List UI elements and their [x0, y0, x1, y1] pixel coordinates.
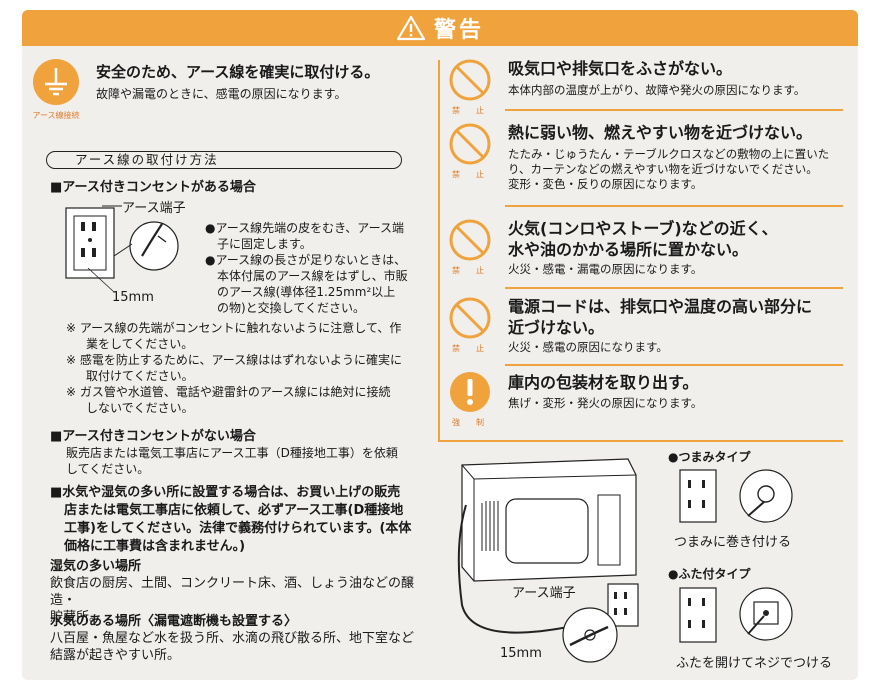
ground-desc: 故障や漏電のときに、感電の原因になります。 [96, 87, 347, 101]
heading-line: 水や油のかかる場所に置かない。 [508, 240, 749, 259]
warning-icon-label: 禁 止 [452, 170, 488, 179]
warning-text: 火災・感電の原因になります。 [508, 340, 668, 354]
warning-item: 強 制 [448, 370, 492, 428]
cover-type-illustration [672, 584, 822, 646]
humid-place-heading: 湿気の多い場所 [50, 559, 142, 574]
warning-heading: 火気(コンロやストーブ)などの近く、 水や油のかかる場所に置かない。 [508, 218, 778, 260]
warning-item: 禁 止 [448, 296, 492, 354]
prohibited-icon [448, 296, 492, 340]
warning-separator [505, 109, 843, 111]
text-line: 工事)をしてください。法律で義務付けられています。(本体 [64, 521, 412, 536]
section-divider [438, 440, 843, 442]
bullet-line: 本体付属のアース線をはずし、市販 [217, 269, 408, 283]
warning-item: 禁 止 [448, 58, 492, 116]
bullet-line: ●アース線の長さが足りないときは、 [205, 253, 407, 267]
warning-heading: 吸気口や排気口をふさがない。 [508, 59, 733, 78]
text-line: 八百屋・魚屋など水を扱う所、水滴の飛び散る所、地下室など [50, 631, 415, 646]
prohibited-icon [448, 58, 492, 102]
outlet-length-label: 15mm [112, 290, 154, 305]
diagram-length-label: 15mm [500, 646, 542, 661]
without-outlet-text: 販売店または電気工事店にアース工事（D種接地工事）を依頼 してください。 [66, 445, 426, 477]
outlet-ground-illustration [62, 196, 212, 296]
heading-line: 電源コードは、排気口や温度の高い部分に [508, 297, 813, 316]
warning-banner: 警告 [22, 10, 858, 46]
knob-type-caption: つまみに巻き付ける [674, 535, 792, 550]
text-line: 貯蔵所。 [50, 610, 103, 625]
warning-item: 禁 止 [448, 122, 492, 180]
warning-heading: 庫内の包装材を取り出す。 [508, 373, 699, 392]
note-line: ※ アース線の先端がコンセントに触れないように注意して、作 [66, 321, 402, 335]
heading-line: 近づけない。 [508, 318, 605, 337]
ground-icon [32, 58, 80, 106]
wet-place-text: 八百屋・魚屋など水を扱う所、水滴の飛び散る所、地下室など 結露が起きやすい所。 [50, 630, 430, 664]
note-line: ※ ガス管や水道管、電話や避雷針のアース線には絶対に接続 [66, 385, 391, 399]
note-line: 業をしてください。 [86, 337, 194, 351]
cover-type-caption: ふたを開けてネジでつける [676, 656, 833, 671]
warning-separator [505, 287, 843, 289]
warning-icon-label: 禁 止 [452, 344, 488, 353]
with-outlet-heading: ■アース付きコンセントがある場合 [50, 180, 256, 195]
outlet-illustration [606, 582, 656, 632]
bullet-line: 子に固定します。 [217, 237, 312, 251]
outlet-terminal-label: アース端子 [122, 201, 186, 216]
text-line: 飲食店の厨房、土間、コンクリート床、酒、しょう油などの醸造・ [50, 576, 415, 608]
prohibited-icon [448, 122, 492, 166]
text-line: 店または電気工事店に依頼して、必ずアース工事(D種接地 [64, 503, 404, 518]
humid-install-notice: ■水気や湿気の多い所に設置する場合は、お買い上げの販売 店または電気工事店に依頼… [50, 484, 430, 556]
microwave-ground-illustration [448, 455, 648, 665]
warning-text: 本体内部の温度が上がり、故障や発火の原因になります。 [508, 83, 806, 97]
knob-type-illustration [672, 466, 822, 528]
note-line: しないでください。 [86, 401, 194, 415]
without-outlet-heading: ■アース付きコンセントがない場合 [50, 429, 256, 444]
warning-triangle-icon [396, 15, 426, 41]
warning-separator [505, 364, 843, 366]
text-line: 結露が起きやすい所。 [50, 648, 181, 663]
page-panel [22, 10, 858, 680]
note-line: 取付けてください。 [86, 369, 194, 383]
method-title: アース線の取付け方法 [75, 152, 219, 167]
warning-text: 火災・感電・漏電の原因になります。 [508, 262, 703, 276]
method-title-pill: アース線の取付け方法 [46, 151, 402, 169]
banner-title: 警告 [433, 18, 484, 43]
bullet-line: のアース線(導体径1.25mm²以上 [217, 285, 396, 299]
warning-item: 禁 止 [448, 218, 492, 276]
warning-separator [505, 205, 843, 207]
text-line: ■水気や湿気の多い所に設置する場合は、お買い上げの販売 [50, 485, 401, 500]
warning-icon-label: 禁 止 [452, 266, 488, 275]
humid-place-text: 飲食店の厨房、土間、コンクリート床、酒、しょう油などの醸造・ 貯蔵所。 [50, 575, 430, 626]
cover-type-title: ●ふた付タイプ [668, 567, 751, 581]
bullet-line: ●アース線先端の皮をむき、アース端 [205, 221, 404, 235]
with-outlet-notes: ※ アース線の先端がコンセントに触れないように注意して、作 業をしてください。 … [66, 320, 426, 416]
warning-heading: 熱に弱い物、燃えやすい物を近づけない。 [508, 123, 813, 142]
ground-heading: 安全のため、アース線を確実に取付ける。 [96, 63, 380, 81]
note-line: ※ 感電を防止するために、アース線ははずれないように確実に [66, 353, 402, 367]
heading-line: 火気(コンロやストーブ)などの近く、 [508, 219, 778, 238]
text-line: 価格に工事費は含まれません。) [64, 539, 246, 554]
text-line: 変形・変色・反りの原因になります。 [508, 177, 703, 191]
knob-type-title: ●つまみタイプ [668, 450, 751, 464]
ground-icon-label: アース線接続 [32, 111, 80, 120]
with-outlet-bullets: ●アース線先端の皮をむき、アース端 子に固定します。 ●アース線の長さが足りない… [205, 220, 425, 316]
terminal-zoom-illustration [560, 605, 620, 665]
warning-icon-label: 禁 止 [452, 106, 488, 115]
mandatory-icon [448, 370, 492, 414]
warning-text: 焦げ・変形・発火の原因になります。 [508, 396, 703, 410]
prohibited-icon [448, 218, 492, 262]
warning-text: たたみ・じゅうたん・テーブルクロスなどの敷物の上に置いた り、カーテンなどの燃え… [508, 147, 843, 192]
wet-place-heading: 水気のある場所〈漏電遮断機も設置する〉 [50, 614, 298, 629]
text-line: 販売店または電気工事店にアース工事（D種接地工事）を依頼 [66, 446, 398, 460]
column-divider [438, 60, 440, 440]
text-line: り、カーテンなどの燃えやすい物を近づけないでください。 [508, 162, 818, 176]
text-line: たたみ・じゅうたん・テーブルクロスなどの敷物の上に置いた [508, 147, 830, 161]
warning-icon-label: 強 制 [452, 418, 488, 427]
diagram-terminal-label: アース端子 [512, 586, 576, 601]
warning-heading: 電源コードは、排気口や温度の高い部分に 近づけない。 [508, 296, 812, 338]
bullet-line: の物)と交換してください。 [217, 301, 365, 315]
text-line: してください。 [66, 462, 150, 476]
